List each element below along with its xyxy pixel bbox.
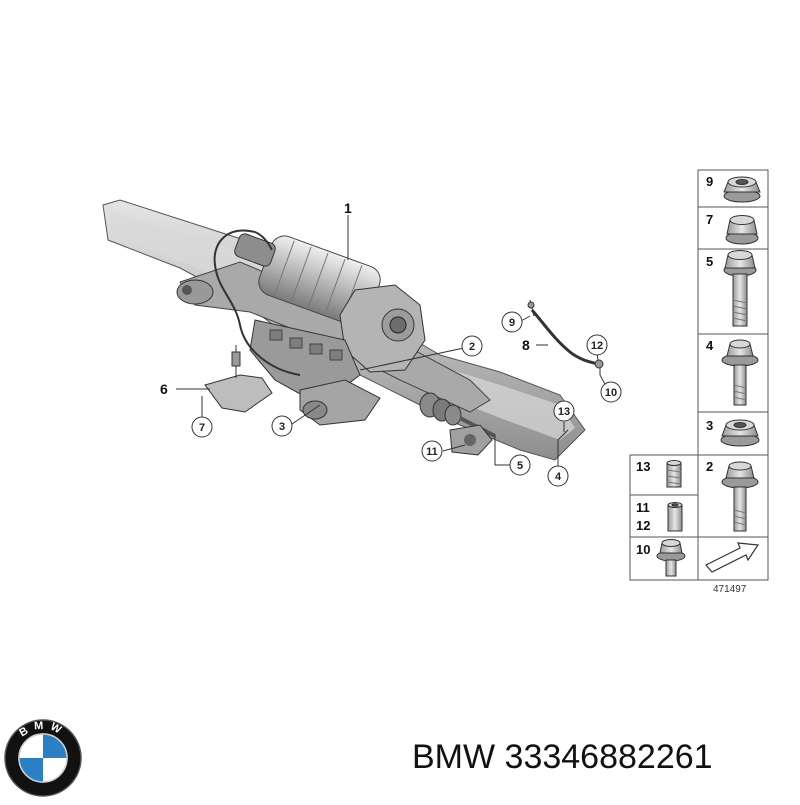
callout-13: 13: [553, 400, 575, 422]
fastener-11-12-sleeve: [667, 502, 683, 532]
fastener-10-bolt: [656, 539, 686, 577]
diagram-code: 471497: [713, 584, 747, 595]
callout-11: 11: [421, 440, 443, 462]
legend-label-12: 12: [636, 518, 650, 533]
fastener-4-bolt: [721, 339, 759, 406]
legend-label-9: 9: [706, 174, 713, 189]
callout-6: 6: [160, 381, 168, 397]
callout-5: 5: [509, 454, 531, 476]
svg-text:6: 6: [160, 381, 168, 397]
svg-text:9: 9: [509, 317, 515, 329]
legend-label-3: 3: [706, 418, 713, 433]
callout-1: 1: [344, 200, 352, 216]
callout-leaders: [176, 215, 608, 468]
svg-text:7: 7: [199, 422, 205, 434]
steering-gear-drawing: [102, 199, 586, 461]
callout-12: 12: [586, 334, 608, 356]
bmw-logo: BMW: [4, 719, 82, 797]
legend-label-4: 4: [706, 338, 714, 353]
fastener-2-bolt: [721, 461, 759, 532]
legend-label-7: 7: [706, 212, 713, 227]
brand-name: BMW: [412, 738, 496, 776]
svg-text:11: 11: [426, 446, 438, 458]
legend-label-13: 13: [636, 459, 650, 474]
callout-4: 4: [547, 465, 569, 487]
legend-label-10: 10: [636, 542, 650, 557]
part-number: 33346882261: [504, 738, 713, 776]
right-tie-rod-end: [449, 424, 493, 456]
heat-shield-part-6: [204, 345, 273, 413]
fastener-13-stud: [666, 460, 682, 488]
brand-part-number: BMW 33346882261: [412, 738, 792, 788]
svg-text:5: 5: [517, 460, 523, 472]
ground-cable-part-8: [527, 299, 604, 369]
orientation-arrow-icon: [705, 542, 760, 573]
legend-label-2: 2: [706, 459, 713, 474]
left-tie-rod-end: [176, 279, 214, 305]
svg-text:4: 4: [555, 471, 562, 483]
svg-text:1: 1: [344, 200, 352, 216]
svg-text:3: 3: [279, 421, 285, 433]
legend-label-5: 5: [706, 254, 713, 269]
svg-text:13: 13: [558, 406, 570, 418]
callout-7: 7: [191, 416, 213, 438]
svg-text:2: 2: [469, 341, 475, 353]
callout-10: 10: [600, 381, 622, 403]
legend-label-11: 11: [636, 500, 650, 515]
right-boot: [419, 392, 496, 438]
fastener-7-nut: [725, 215, 759, 245]
fastener-9-nut: [723, 176, 761, 203]
callout-3: 3: [271, 415, 293, 437]
svg-text:8: 8: [522, 337, 530, 353]
wiring-harness: [213, 229, 301, 376]
fastener-3-nut: [720, 419, 760, 447]
callout-8: 8: [522, 337, 530, 353]
callout-9: 9: [501, 311, 523, 333]
svg-text:10: 10: [605, 387, 617, 399]
fastener-5-bolt: [723, 250, 757, 327]
callout-2: 2: [461, 335, 483, 357]
svg-text:12: 12: [591, 340, 603, 352]
fastener-legend: [629, 169, 769, 581]
